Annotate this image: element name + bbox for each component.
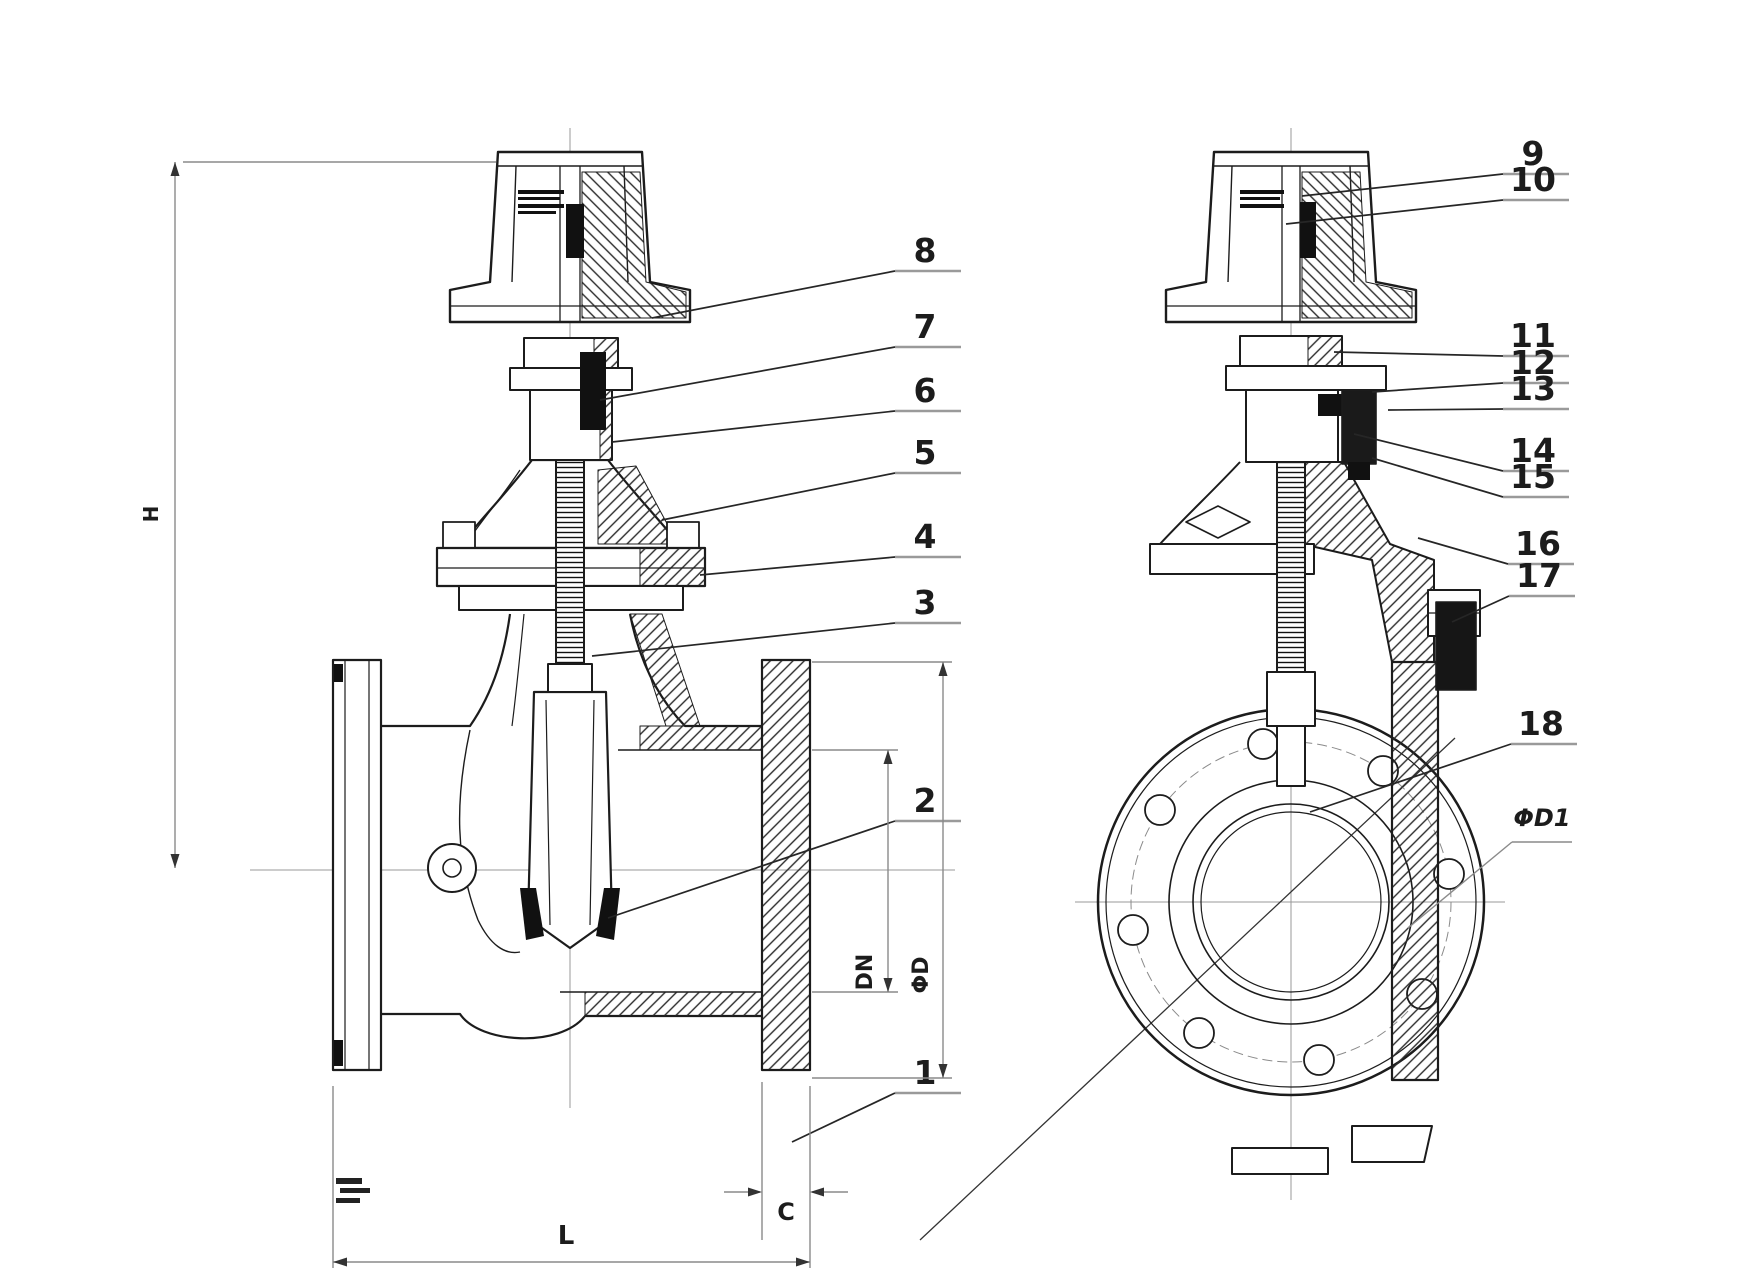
callout-number: 2 (914, 781, 937, 820)
drain-boss (427, 843, 477, 893)
callout-number: 12 (1510, 343, 1556, 382)
right-view (919, 128, 1505, 1241)
callout-6: 6 (611, 371, 961, 443)
callout-1: 1 (791, 1053, 961, 1143)
bore-circle-outer (1192, 803, 1390, 1001)
callout-12: 12 (1371, 343, 1569, 393)
callout-16: 16 (1417, 524, 1574, 566)
callout-8: 8 (651, 231, 961, 319)
seat-and-stem-lower (1266, 671, 1316, 787)
o-ring (1318, 394, 1344, 416)
stem-square-right (1300, 202, 1316, 258)
threaded-stem (555, 447, 585, 665)
bolt-hole (1183, 1017, 1215, 1049)
inlet-flange (331, 658, 383, 1072)
outlet-flange-section (760, 658, 812, 1072)
body-wall-section (1390, 660, 1440, 1082)
callout-number: 6 (914, 371, 937, 410)
body-wall-hatch-bottom (584, 991, 763, 1017)
bore-circle-inner (1200, 811, 1382, 993)
dimension-ΦD: ΦD (812, 661, 952, 1079)
stem-thread-marks-right (1240, 190, 1284, 208)
dimension-label: DN (853, 954, 878, 991)
callout-number: 1 (914, 1053, 937, 1092)
callout-7: 7 (599, 307, 961, 401)
dome-finial (1185, 505, 1251, 539)
stamp-marks (336, 1178, 370, 1203)
bonnet-section-wall (1301, 461, 1435, 663)
bolt-hole (1144, 794, 1176, 826)
left-view (250, 128, 955, 1203)
wedge-gate (520, 663, 620, 950)
callout-number: 14 (1510, 431, 1556, 470)
callout-number: 7 (914, 307, 937, 346)
stuffing-box (509, 337, 633, 461)
diagonal-centerline (919, 737, 1456, 1241)
stem-thread-marks (518, 190, 564, 214)
callout-number: 4 (914, 517, 937, 556)
callout-number: 5 (914, 433, 937, 472)
dimension-L: L (332, 1086, 811, 1268)
callout-14: 14 (1353, 431, 1569, 473)
callout-number: 17 (1516, 556, 1562, 595)
callout-3: 3 (591, 583, 961, 657)
callout-4: 4 (699, 517, 961, 576)
dimension-label: ΦD (909, 957, 934, 994)
stem-square (566, 204, 584, 258)
callout-number: 3 (914, 583, 937, 622)
callout-2: 2 (607, 781, 961, 919)
bolt-hole (1303, 1044, 1335, 1076)
callout-10: 10 (1285, 160, 1569, 225)
operating-nut-cap (448, 150, 692, 324)
body-wall-hatch-top (639, 725, 763, 751)
threaded-stem-right (1276, 457, 1306, 673)
callout-number: 10 (1510, 160, 1556, 199)
dimension-ΦD1: ΦD1 (1407, 804, 1572, 929)
bonnet-flange (435, 521, 707, 611)
dimension-C: C (724, 1082, 848, 1240)
seat-ring-left (520, 888, 544, 940)
callout-number: 11 (1510, 316, 1556, 355)
packing-seal (1348, 462, 1370, 480)
side-boss-plug (1427, 589, 1481, 691)
seat-ring-right (596, 888, 620, 940)
callout-number: 16 (1515, 524, 1561, 563)
callout-13: 13 (1387, 369, 1569, 411)
gland-packing-right (1225, 335, 1387, 480)
callout-18: 18 (1309, 704, 1577, 813)
dimension-H: H (139, 161, 496, 868)
bolt-hole (1117, 914, 1149, 946)
callout-number: 15 (1510, 457, 1556, 496)
bolt-hole (1247, 728, 1279, 760)
body-neck-hatch (629, 613, 701, 727)
callout-11: 11 (1333, 316, 1569, 358)
callout-17: 17 (1451, 556, 1575, 623)
dimension-DN: DN (812, 749, 898, 993)
operating-nut-cap-right (1164, 150, 1418, 324)
packing-rings (580, 352, 606, 430)
stem-nut-block (547, 663, 593, 693)
callout-15: 15 (1371, 457, 1569, 499)
body-feet (1231, 1125, 1433, 1175)
callout-number: 8 (914, 231, 937, 270)
dimension-label: C (777, 1198, 795, 1226)
dimension-label: L (558, 1221, 575, 1251)
packing-sleeve (1341, 389, 1377, 465)
dimension-label: H (139, 506, 163, 523)
callout-number: 13 (1510, 369, 1556, 408)
callout-9: 9 (1301, 134, 1569, 197)
callout-5: 5 (661, 433, 961, 521)
dimension-label: ΦD1 (1513, 804, 1570, 832)
callout-number: 9 (1522, 134, 1545, 173)
callout-number: 18 (1518, 704, 1564, 743)
